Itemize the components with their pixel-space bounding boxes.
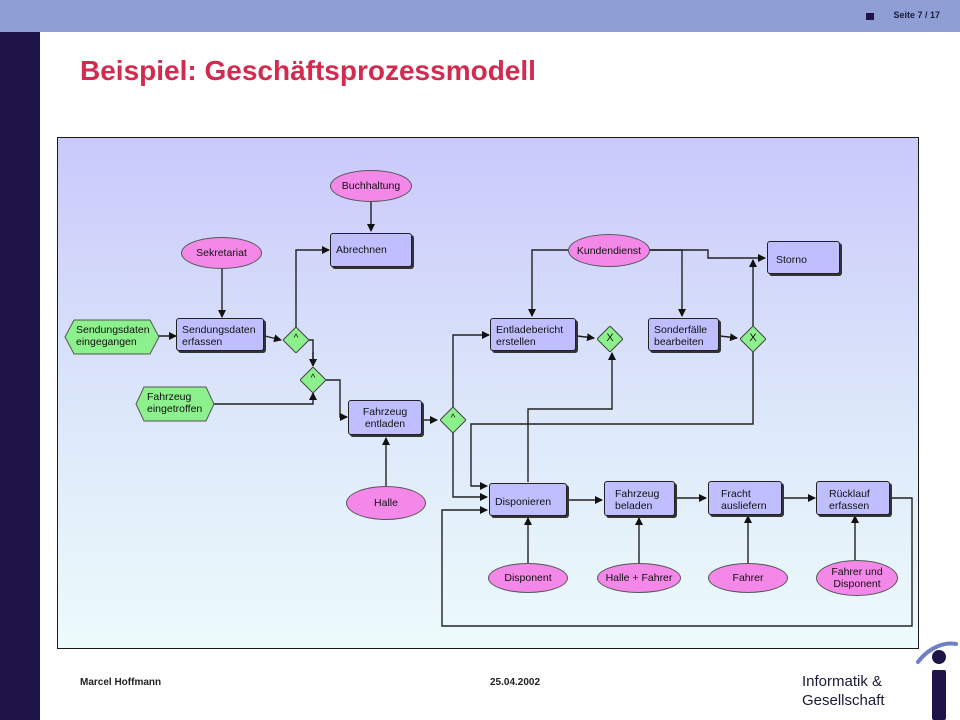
function-fahrzeug-beladen: Fahrzeug beladen xyxy=(604,481,675,516)
function-abrechnen: Abrechnen xyxy=(330,233,412,267)
xor-connector: X xyxy=(597,326,623,352)
function-fracht-ausliefern: Fracht ausliefern xyxy=(708,481,782,515)
and-connector: ^ xyxy=(440,407,466,433)
left-sidebar-bar xyxy=(0,32,40,720)
i-logo-icon xyxy=(916,641,958,720)
function-storno: Storno xyxy=(767,241,840,274)
connector-label: X xyxy=(749,332,757,344)
and-connector: ^ xyxy=(283,327,309,353)
top-bar xyxy=(0,0,960,32)
connector-label: ^ xyxy=(450,413,456,424)
org-unit-disponent: Disponent xyxy=(488,563,568,593)
org-unit-label: Kundendienst xyxy=(576,244,642,257)
org-unit-halle-fahrer: Halle + Fahrer xyxy=(597,563,681,593)
brand-line-2: Gesellschaft xyxy=(802,692,885,709)
footer-date: 25.04.2002 xyxy=(490,677,541,688)
slide-title: Beispiel: Geschäftsprozessmodell xyxy=(80,55,536,86)
function-label: Abrechnen xyxy=(336,244,387,256)
connector-label: ^ xyxy=(293,333,299,344)
org-unit-label: Disponent xyxy=(504,572,552,584)
brand-line-1: Informatik & xyxy=(802,673,883,690)
event-label: Sendungsdaten eingegangen xyxy=(76,324,150,348)
and-connector: ^ xyxy=(300,367,326,393)
event-sendungsdaten-eingegangen: Sendungsdaten eingegangen xyxy=(64,319,160,355)
org-unit-label: Halle xyxy=(374,497,398,509)
org-unit-label: Fahrer und Disponent xyxy=(831,566,883,590)
function-label: Sendungsdaten erfassen xyxy=(182,324,256,348)
org-unit-label: Fahrer xyxy=(732,572,764,584)
connector-label: ^ xyxy=(310,373,316,384)
function-ruecklauf-erfassen: Rücklauf erfassen xyxy=(816,481,890,515)
function-label: Disponieren xyxy=(495,496,552,508)
event-fahrzeug-eingetroffen: Fahrzeug eingetroffen xyxy=(135,386,215,422)
function-label: Entladebericht erstellen xyxy=(496,324,564,348)
function-label: Storno xyxy=(776,254,807,266)
event-label: Fahrzeug eingetroffen xyxy=(147,391,203,415)
function-disponieren: Disponieren xyxy=(489,483,567,516)
function-label: Fahrzeug beladen xyxy=(615,488,660,512)
org-unit-fahrer: Fahrer xyxy=(708,563,788,593)
function-sendungsdaten-erfassen: Sendungsdaten erfassen xyxy=(176,318,264,351)
xor-connector: X xyxy=(740,326,766,352)
function-entladebericht-erstellen: Entladebericht erstellen xyxy=(490,318,576,351)
org-unit-halle: Halle xyxy=(346,486,426,520)
page-indicator: Seite 7 / 17 xyxy=(893,10,940,20)
function-sonderfaelle-bearbeiten: Sonderfälle bearbeiten xyxy=(648,318,719,351)
function-label: Fracht ausliefern xyxy=(721,488,767,512)
connector-label: X xyxy=(606,332,614,344)
org-unit-label: Buchhaltung xyxy=(341,180,401,192)
org-unit-sekretariat: Sekretariat xyxy=(181,237,262,269)
function-label: Rücklauf erfassen xyxy=(829,488,870,512)
org-unit-buchhaltung: Buchhaltung xyxy=(330,170,412,202)
function-label: Fahrzeug entladen xyxy=(362,406,408,430)
org-unit-kundendienst: Kundendienst xyxy=(568,234,650,267)
function-fahrzeug-entladen: Fahrzeug entladen xyxy=(348,400,422,435)
function-label: Sonderfälle bearbeiten xyxy=(654,324,708,348)
brand-text: Informatik & Gesellschaft xyxy=(802,672,885,710)
org-unit-fahrer-und-disponent: Fahrer und Disponent xyxy=(816,560,898,596)
page-marker-icon xyxy=(866,13,874,20)
org-unit-label: Sekretariat xyxy=(196,247,247,259)
org-unit-label: Halle + Fahrer xyxy=(605,572,673,584)
footer-author: Marcel Hoffmann xyxy=(80,677,162,688)
